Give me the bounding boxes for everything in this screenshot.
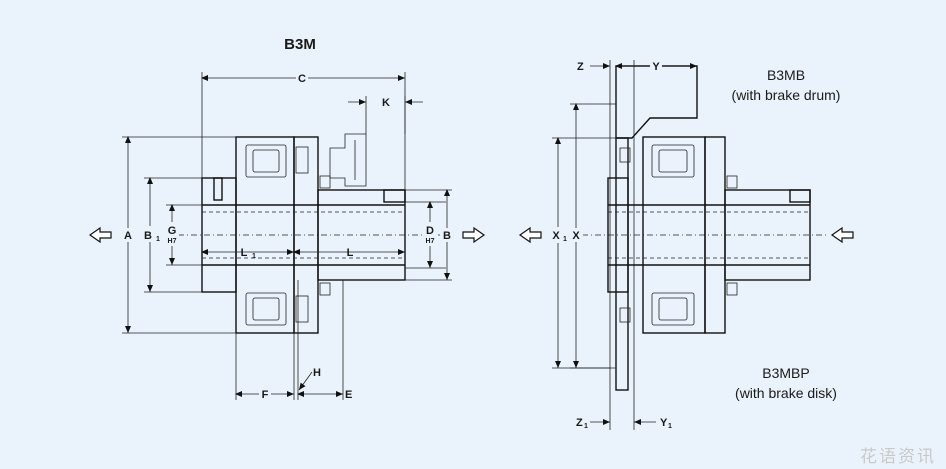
b3mb-right-arrow [830,226,854,244]
dim-b-label: B [443,230,451,242]
b3m-nut-bottom [319,282,331,296]
b3mb-nut-top [726,175,738,189]
caption-b3mbp-line1: B3MBP [762,365,809,381]
b3m-removable-element [329,133,367,187]
b3mb-elastic-inner-bottom [658,297,688,321]
dim-a-bg [121,228,135,242]
dim-y-bg [650,59,662,73]
dim-h-label: H [313,367,321,379]
b3m-left-arrow [88,226,112,244]
b3mb-nut-bottom [726,282,738,296]
dim-g-label: G [168,225,177,237]
dim-d-bg [423,222,437,246]
b3mb-elastic-inner-top [658,149,688,173]
dim-c-label: C [298,73,306,85]
dim-d-label: D [426,225,434,237]
b3m-bolt-bottom [295,295,309,323]
b3m-elastic-inner-top [252,149,280,173]
dim-g-sub: H7 [168,238,177,245]
b3mb-left-arrow [518,226,542,244]
dim-e-label: E [345,389,352,401]
b3m-elastic-element-bottom [245,292,287,326]
b3m-bolt-top [295,146,309,174]
dim-b-bg [440,228,454,242]
caption-b3mb-line1: B3MB [767,67,805,83]
b3mb-view: Z Y X 1 X Z 1 Y 1 B3MB (with brake drum)… [518,59,854,430]
dim-y-label: Y [652,61,660,73]
dim-l-label: L [347,247,354,259]
dim-h-leader [298,371,313,391]
b3mb-bolt-top [619,147,631,163]
b3m-view: B3M A [88,36,486,401]
b3m-left-hub-collar [213,177,223,201]
b3mb-right-hub-step [789,189,811,203]
b3m-elastic-element-top [245,144,287,178]
dim-z1-sub: 1 [584,423,588,430]
b3mb-bolt-bottom [619,307,631,323]
b3m-right-hub [317,189,406,281]
b3m-elastic-inner-bottom [252,297,280,321]
dim-z-label: Z [577,61,584,73]
dim-x1-sub: 1 [563,236,567,243]
dim-f-label: F [262,389,269,401]
dim-x-label: X [572,230,580,242]
dim-x1-bg [550,227,568,243]
watermark: 花语资讯 [860,447,936,467]
dim-y1-sub: 1 [668,423,672,430]
b3m-right-arrow [462,226,486,244]
caption-b3mb-line2: (with brake drum) [732,87,841,103]
dim-b1-bg [142,226,160,242]
dim-y1-label: Y [660,417,668,429]
dim-l1-sub: 1 [252,253,256,260]
dim-d-sub: H7 [426,238,435,245]
dim-k-label: K [382,97,390,109]
dim-c-bg [296,71,308,85]
brake-drum-section [615,65,698,139]
b3m-nut-top [319,175,331,189]
b3mb-right-hub [724,189,811,281]
dim-l1-label: L [241,247,248,259]
b3m-title: B3M [284,36,316,53]
brake-disk [615,137,629,391]
dim-a-label: A [124,230,132,242]
dim-f-bg [259,387,271,401]
b3m-right-hub-step [383,189,406,203]
b3mb-left-hub [607,177,629,293]
dim-b1-sub: 1 [156,236,160,243]
dim-g-bg [165,222,179,246]
caption-b3mbp-line2: (with brake disk) [735,385,837,401]
dim-b1-label: B [144,230,152,242]
b3mb-elastic-element-bottom [651,292,695,326]
dim-x1-label: X [552,230,560,242]
b3mb-elastic-element-top [651,144,695,178]
dim-z1-label: Z [576,417,583,429]
dim-x-bg [569,228,583,242]
